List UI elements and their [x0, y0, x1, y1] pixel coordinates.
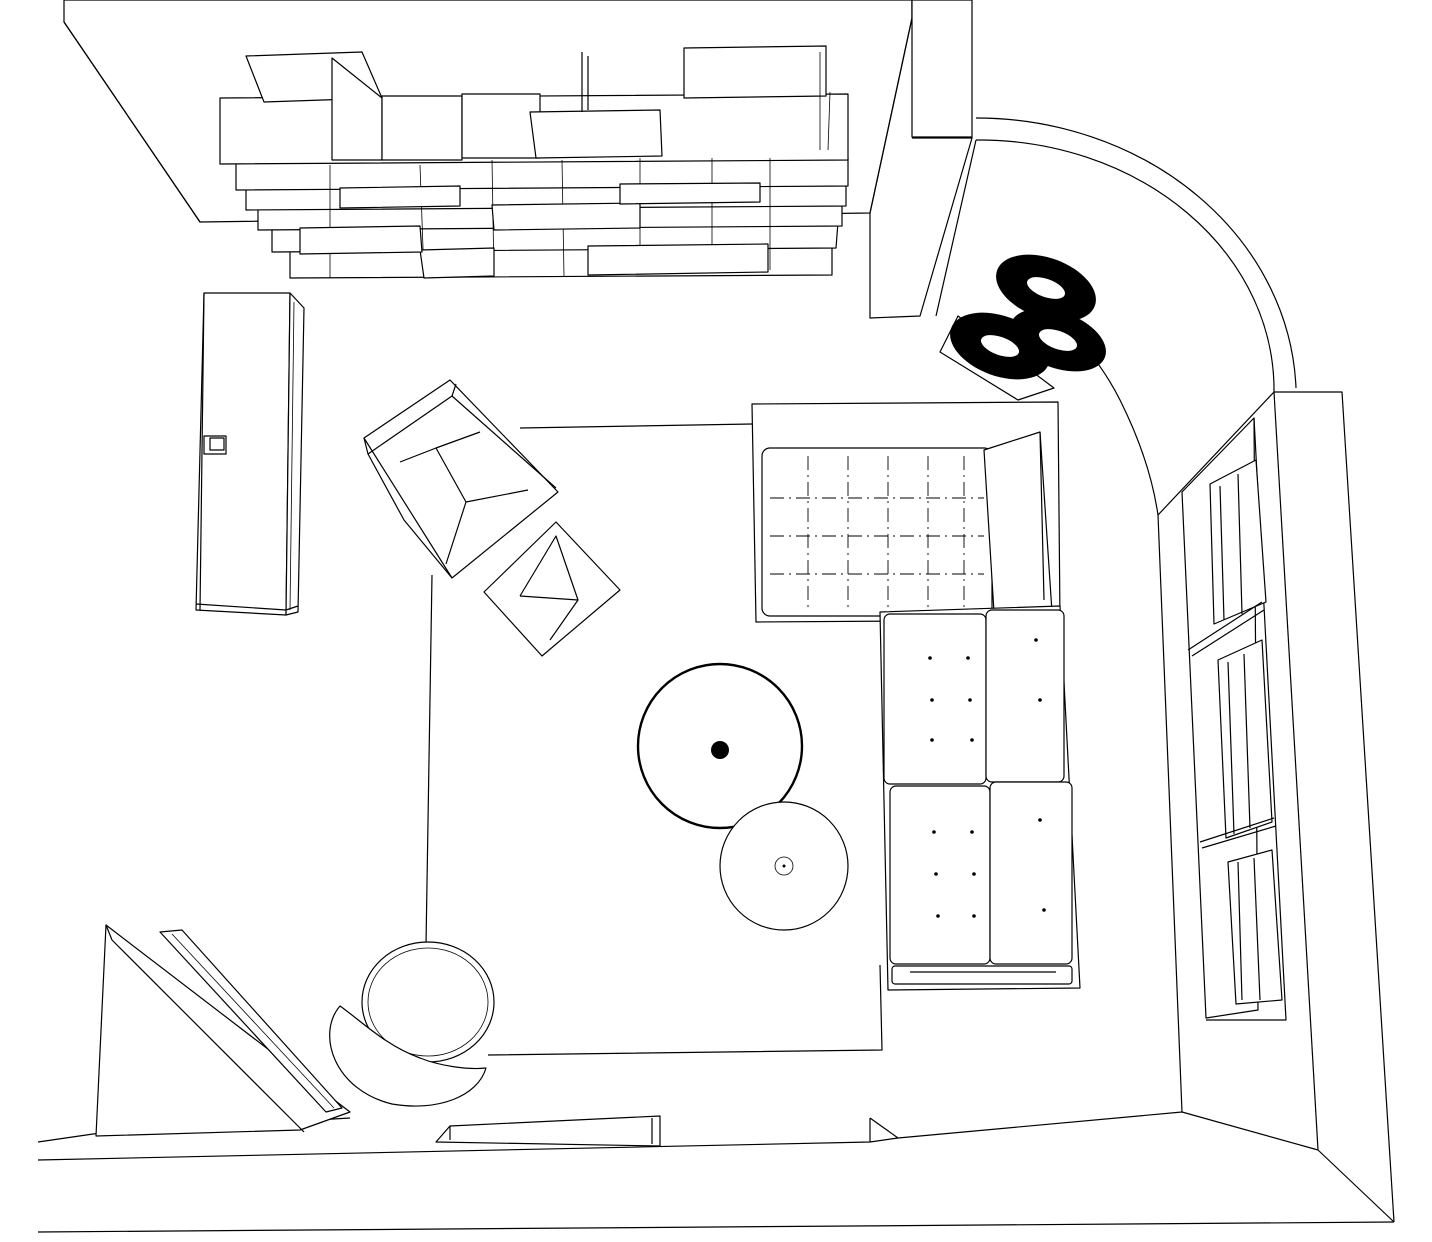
doorstep — [435, 1115, 661, 1147]
round-table — [636, 662, 804, 830]
wall-right-curved — [975, 117, 1395, 1223]
rug — [425, 423, 883, 1056]
ottoman — [483, 521, 621, 657]
sideboard — [195, 292, 305, 616]
egg-chair — [329, 941, 495, 1107]
round-side-table — [719, 801, 849, 931]
floor-lamp — [939, 254, 1106, 401]
corner-sofa — [751, 401, 1081, 991]
fireplace — [95, 924, 351, 1137]
bookshelf — [219, 45, 849, 279]
lounge-chair — [363, 379, 559, 579]
windows — [1181, 417, 1287, 1021]
